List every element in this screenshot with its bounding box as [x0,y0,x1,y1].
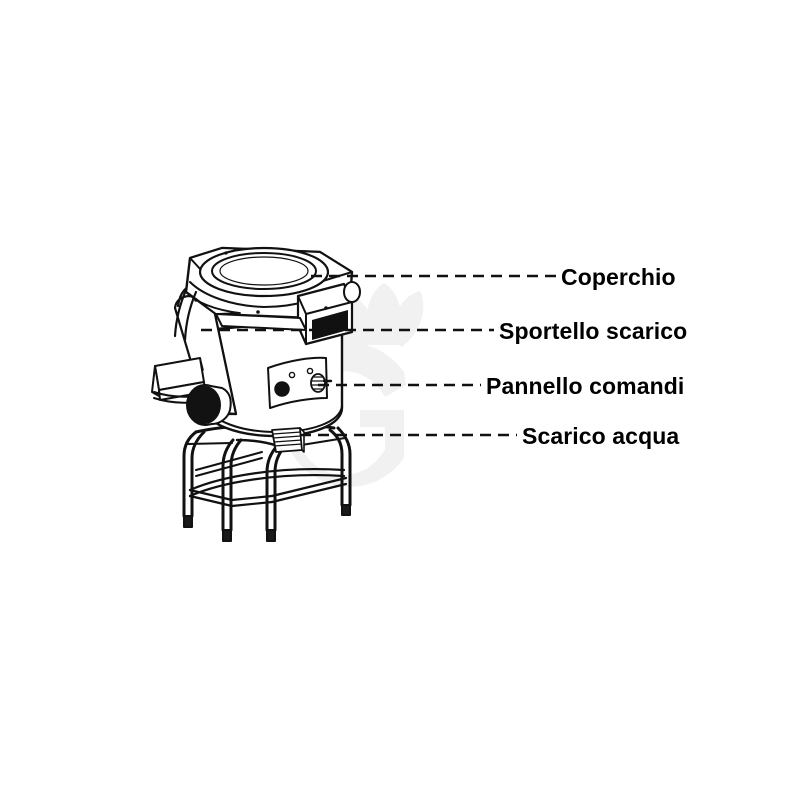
motor-outlet [186,384,232,426]
machine-drawing [151,246,361,542]
machine-stand [182,423,352,542]
lid-coperchio [184,246,361,346]
callout-label-scarico-acqua: Scarico acqua [522,423,680,449]
callout-label-sportello-scarico: Sportello scarico [499,318,688,344]
callout-label-coperchio: Coperchio [561,264,676,290]
water-drain [271,427,305,453]
callout-label-pannello-comandi: Pannello comandi [486,373,685,399]
lid-support-arm [173,288,198,342]
callout-leader-lines [201,274,556,437]
control-panel [267,356,333,409]
